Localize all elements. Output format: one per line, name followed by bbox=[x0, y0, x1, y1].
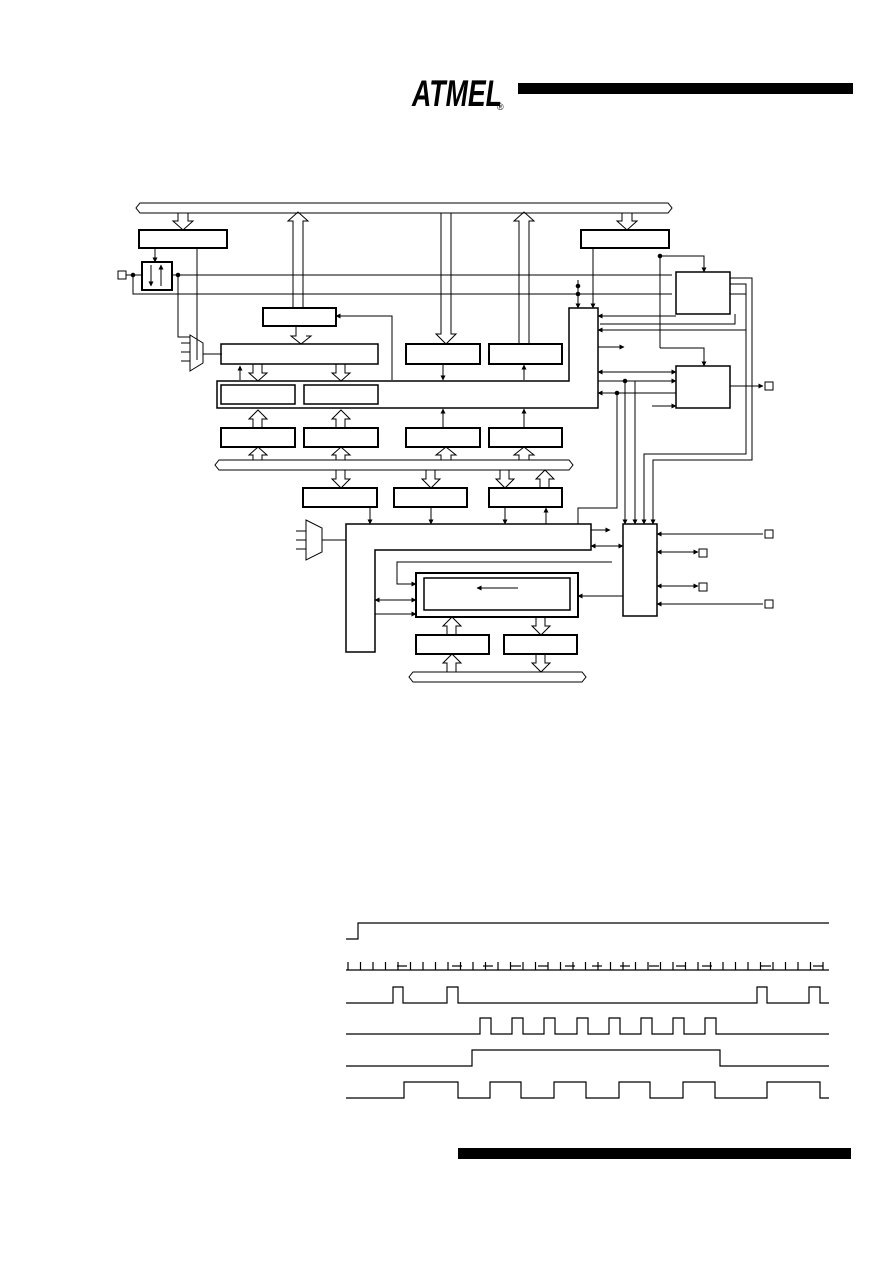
io-buffer bbox=[141, 261, 173, 291]
bottom-data-bus bbox=[408, 671, 587, 683]
timing-signal-3 bbox=[346, 986, 829, 1004]
middle-data-bus bbox=[214, 459, 574, 471]
shift-register-inner bbox=[423, 577, 571, 611]
io-pin bbox=[117, 270, 127, 280]
right-block-lower bbox=[675, 365, 731, 409]
registered-mark: ® bbox=[497, 102, 504, 112]
internal-bus bbox=[216, 307, 599, 409]
atmel-logo: ATMEL ® bbox=[411, 70, 504, 114]
left-mux bbox=[189, 334, 204, 372]
block-diagram bbox=[117, 202, 774, 683]
bus-arrow-up bbox=[286, 211, 310, 308]
timing-clock-ticks bbox=[346, 962, 829, 971]
lower-internal-bus bbox=[345, 523, 592, 653]
right-block-upper bbox=[675, 271, 731, 315]
bus-arrow-up bbox=[512, 211, 536, 344]
footer-bar bbox=[458, 1148, 851, 1159]
bus-arrow-down bbox=[171, 213, 195, 231]
lower-mux bbox=[305, 519, 323, 561]
bus-arrow-down bbox=[434, 213, 458, 345]
top-right-register bbox=[580, 229, 670, 249]
top-data-bus bbox=[135, 202, 673, 214]
logo-text: ATMEL bbox=[411, 73, 502, 114]
header-bar bbox=[518, 83, 853, 94]
bus-arrow-down bbox=[615, 213, 639, 231]
timing-diagram bbox=[346, 922, 829, 1099]
mid-register-a bbox=[405, 343, 481, 365]
timing-signal-6 bbox=[346, 1081, 829, 1099]
upper-register bbox=[262, 307, 337, 327]
output-pin bbox=[764, 381, 774, 391]
timing-signal-4 bbox=[346, 1017, 829, 1035]
top-left-register bbox=[138, 229, 228, 249]
wide-register bbox=[220, 343, 379, 365]
lower-control-block bbox=[622, 523, 658, 617]
mid-register-b bbox=[488, 343, 563, 365]
timing-signal-5 bbox=[346, 1049, 829, 1067]
timing-signal-1 bbox=[346, 922, 829, 940]
